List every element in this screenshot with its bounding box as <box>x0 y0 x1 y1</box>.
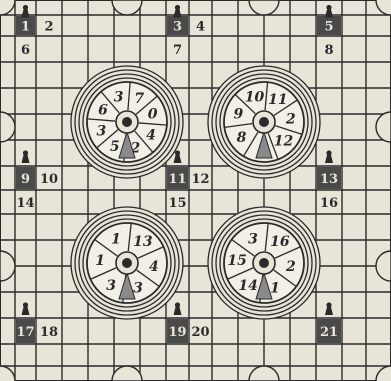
dial-hub-center <box>122 117 132 127</box>
dial-number: 16 <box>270 234 290 250</box>
dial-number: 11 <box>268 92 287 108</box>
dial-number: 1 <box>111 231 121 247</box>
square-number: 5 <box>324 20 333 35</box>
dial-number: 0 <box>148 107 158 123</box>
dial-number: 10 <box>245 90 265 106</box>
dial-number: 3 <box>106 278 116 294</box>
dial-hub-center <box>259 117 269 127</box>
square-number: 10 <box>40 172 58 187</box>
dial-number: 4 <box>149 259 159 275</box>
dial-number: 9 <box>233 107 243 123</box>
dial-number: 8 <box>237 130 247 146</box>
dial-bottom-left: 1343311 <box>71 207 183 319</box>
dial-number: 3 <box>114 89 124 105</box>
dial-number: 5 <box>110 139 120 155</box>
dial-number: 3 <box>96 123 106 139</box>
square-number: 8 <box>324 43 333 58</box>
dial-number: 15 <box>227 253 246 269</box>
square-number: 19 <box>168 325 186 340</box>
dial-number: 3 <box>248 231 258 247</box>
dial-number: 2 <box>285 259 296 275</box>
square-number: 12 <box>191 172 209 187</box>
square-number: 15 <box>168 196 186 211</box>
square-number: 14 <box>16 196 34 211</box>
dial-number: 1 <box>270 281 280 297</box>
dial-number: 3 <box>133 281 143 297</box>
dial-number: 4 <box>146 127 156 143</box>
dial-number: 6 <box>98 103 108 119</box>
dial-bottom-right: 16 21 14 153 <box>208 207 320 319</box>
square-number: 4 <box>196 20 205 35</box>
dial-hub-center <box>259 258 269 268</box>
square-number: 21 <box>320 325 338 340</box>
square-number: 2 <box>44 20 53 35</box>
dial-number: 2 <box>285 111 296 127</box>
square-number: 16 <box>320 196 338 211</box>
dial-number: 1 <box>95 253 105 269</box>
dial-number: 12 <box>274 134 294 150</box>
square-number: 9 <box>21 172 30 187</box>
square-number: 1 <box>21 20 30 35</box>
square-number: 18 <box>40 325 58 340</box>
square-number: 11 <box>168 172 186 187</box>
dial-top-right: 1121218910 <box>208 66 320 178</box>
square-number: 13 <box>320 172 338 187</box>
square-number: 17 <box>16 325 34 340</box>
dial-number: 13 <box>133 234 153 250</box>
square-number: 3 <box>173 20 182 35</box>
square-number: 6 <box>21 43 30 58</box>
dial-number: 14 <box>238 278 257 294</box>
dial-number: 7 <box>134 91 144 107</box>
dial-hub-center <box>122 258 132 268</box>
square-number: 20 <box>191 325 209 340</box>
square-number: 7 <box>173 43 182 58</box>
